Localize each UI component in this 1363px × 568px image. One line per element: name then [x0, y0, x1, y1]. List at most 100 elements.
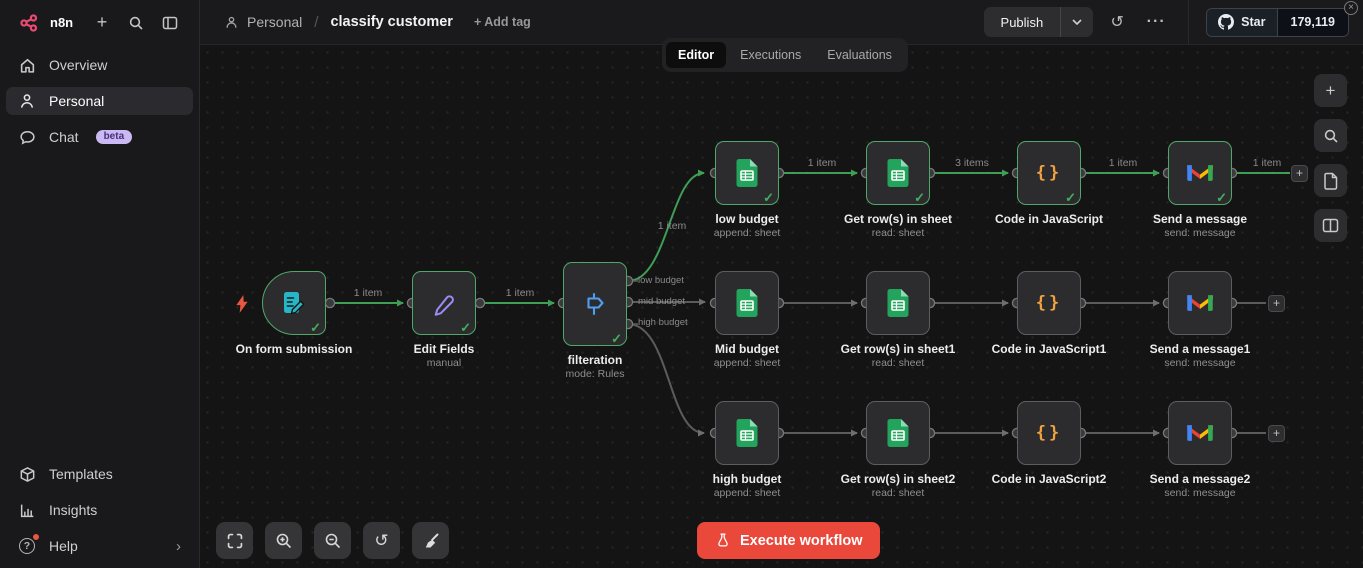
google-sheets-icon: [716, 272, 778, 334]
sidebar-item-label: Templates: [49, 466, 113, 482]
add-node-button[interactable]: +: [1291, 165, 1308, 182]
help-icon: ?: [18, 534, 39, 555]
search-button[interactable]: [123, 10, 149, 36]
sidebar-item-label: Help: [49, 538, 78, 554]
github-star-widget[interactable]: Star 179,119: [1206, 7, 1349, 37]
google-sheets-icon: [867, 142, 929, 204]
node-high-budget[interactable]: high budget append: sheet: [713, 401, 781, 499]
breadcrumb-project[interactable]: Personal: [247, 14, 303, 30]
code-icon: {}: [1018, 142, 1080, 204]
node-send-a-message1[interactable]: Send a message1 send: message: [1150, 271, 1250, 369]
tab-editor[interactable]: Editor: [666, 42, 727, 68]
node-subtitle: read: sheet: [871, 357, 925, 369]
header-divider: [1188, 0, 1190, 45]
node-subtitle: read: sheet: [871, 227, 925, 239]
add-tag-button[interactable]: + Add tag: [473, 15, 531, 29]
node-subtitle: append: sheet: [713, 487, 781, 499]
plus-icon: +: [1295, 166, 1303, 180]
logo-text: n8n: [50, 15, 74, 30]
switch-output-label: high budget: [638, 317, 688, 328]
node-subtitle: send: message: [1164, 357, 1236, 369]
trigger-bolt-icon: [235, 295, 249, 318]
star-count: 179,119: [1276, 8, 1348, 36]
node-title: filteration: [567, 353, 623, 367]
tab-executions[interactable]: Executions: [740, 48, 802, 62]
node-title: Get row(s) in sheet1: [840, 342, 956, 356]
github-star-button[interactable]: Star: [1207, 8, 1277, 36]
node-code-in-javascript2[interactable]: {} Code in JavaScript2: [992, 401, 1106, 486]
tab-evaluations[interactable]: Evaluations: [827, 48, 892, 62]
add-node-button[interactable]: +: [1268, 425, 1285, 442]
node-title: Send a message: [1152, 212, 1248, 226]
sidebar-item-templates[interactable]: Templates: [6, 460, 193, 488]
dismiss-star-button[interactable]: ×: [1344, 1, 1358, 15]
node-title: Code in JavaScript1: [991, 342, 1107, 356]
add-node-button[interactable]: +: [1268, 295, 1285, 312]
tidy-up-button[interactable]: [412, 522, 449, 559]
insights-chart-icon: [18, 501, 36, 519]
sidebar-item-personal[interactable]: Personal: [6, 87, 193, 115]
success-check-icon: ✓: [611, 331, 622, 346]
node-filteration[interactable]: ✓ filteration mode: Rules: [563, 262, 627, 380]
workflow-history-button[interactable]: ↺: [1102, 7, 1132, 37]
publish-button[interactable]: Publish: [983, 7, 1094, 37]
node-send-a-message2[interactable]: Send a message2 send: message: [1150, 401, 1250, 499]
more-options-button[interactable]: ···: [1141, 7, 1171, 37]
braces-glyph: {}: [1035, 163, 1063, 183]
node-edit-fields[interactable]: ✓ Edit Fields manual: [412, 271, 476, 369]
sidebar-item-overview[interactable]: Overview: [6, 51, 193, 79]
new-workflow-button[interactable]: +: [89, 10, 115, 36]
chevron-right-icon: ›: [176, 537, 181, 555]
home-icon: [18, 56, 36, 74]
publish-divider: [1060, 7, 1062, 37]
edge-label: 1 item: [505, 287, 535, 299]
node-get-rows-in-sheet[interactable]: ✓ Get row(s) in sheet read: sheet: [844, 141, 952, 239]
split-panel-icon: [1322, 218, 1339, 233]
collapse-sidebar-button[interactable]: [157, 10, 183, 36]
node-title: Send a message2: [1149, 472, 1251, 486]
node-code-in-javascript[interactable]: {} ✓ Code in JavaScript: [995, 141, 1103, 226]
node-subtitle: send: message: [1164, 227, 1236, 239]
execute-workflow-button[interactable]: Execute workflow: [697, 522, 881, 559]
split-panel-button[interactable]: [1314, 209, 1347, 242]
node-get-rows-in-sheet1[interactable]: Get row(s) in sheet1 read: sheet: [841, 271, 955, 369]
node-code-in-javascript1[interactable]: {} Code in JavaScript1: [992, 271, 1106, 356]
node-get-rows-in-sheet2[interactable]: Get row(s) in sheet2 read: sheet: [841, 401, 955, 499]
google-sheets-icon: [867, 402, 929, 464]
sidebar-item-label: Insights: [49, 502, 98, 518]
zoom-out-button[interactable]: [314, 522, 351, 559]
node-send-a-message[interactable]: ✓ Send a message send: message: [1153, 141, 1247, 239]
sticky-note-button[interactable]: [1314, 164, 1347, 197]
braces-glyph: {}: [1035, 293, 1063, 313]
node-mid-budget[interactable]: Mid budget append: sheet: [714, 271, 780, 369]
node-subtitle: append: sheet: [713, 357, 781, 369]
zoom-in-button[interactable]: [265, 522, 302, 559]
node-low-budget[interactable]: ✓ low budget append: sheet: [714, 141, 780, 239]
chat-bubble-icon: [18, 128, 36, 146]
zoom-to-fit-button[interactable]: [216, 522, 253, 559]
gmail-icon: [1169, 272, 1231, 334]
node-title: Get row(s) in sheet2: [840, 472, 956, 486]
google-sheets-icon: [716, 142, 778, 204]
code-icon: {}: [1018, 402, 1080, 464]
node-on-form-submission[interactable]: ✓ On form submission: [236, 271, 352, 356]
success-check-icon: ✓: [460, 320, 471, 335]
templates-box-icon: [18, 465, 36, 483]
file-icon: [1323, 172, 1339, 190]
plus-icon: +: [1272, 296, 1280, 310]
sidebar-item-chat[interactable]: Chat beta: [6, 123, 193, 151]
edge-label: 1 item: [1252, 157, 1282, 169]
execute-workflow-label: Execute workflow: [740, 532, 863, 549]
close-icon: ×: [1348, 2, 1354, 13]
undo-button[interactable]: ↺: [363, 522, 400, 559]
chevron-down-icon[interactable]: [1061, 7, 1093, 37]
workflow-name[interactable]: classify customer: [330, 14, 453, 30]
sidebar-item-help[interactable]: ? Help ›: [6, 532, 193, 560]
workflow-canvas[interactable]: 1 item 1 item 1 item 1 item 3 items 1 it…: [200, 45, 1363, 568]
sidebar-item-insights[interactable]: Insights: [6, 496, 193, 524]
publish-label: Publish: [1000, 14, 1044, 30]
flask-icon: [715, 532, 731, 549]
search-nodes-button[interactable]: [1314, 119, 1347, 152]
add-node-panel-button[interactable]: +: [1314, 74, 1347, 107]
